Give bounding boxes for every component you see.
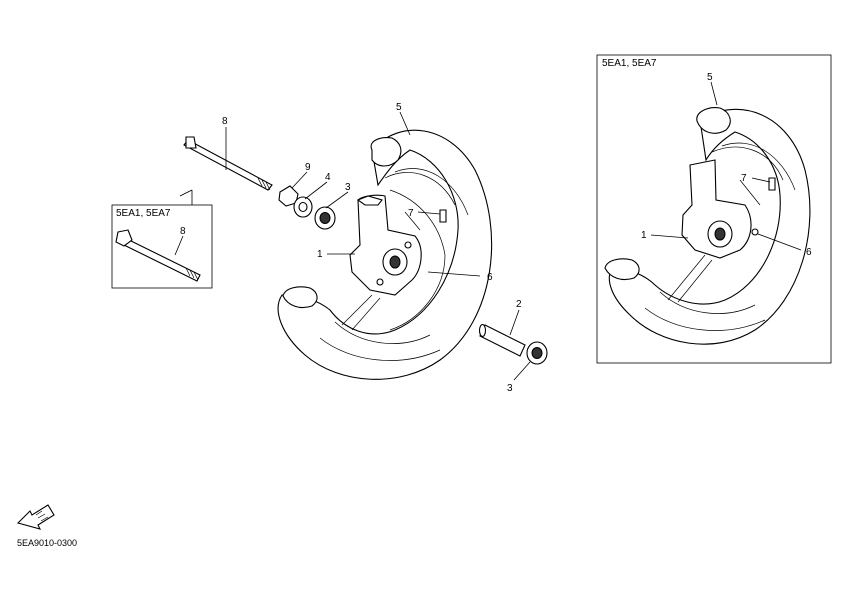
wheel-inset-callout-7: 7 [741,173,747,184]
callout-1: 1 [317,249,323,260]
wheel-inset-callout-5: 5 [707,72,713,83]
spacer-2 [478,323,526,357]
callout-3: 3 [345,182,351,193]
wheel-hub [349,194,422,296]
wheel-inset: 5EA1, 5EA7 5 7 1 6 [596,54,832,364]
callout-6: 6 [487,272,493,283]
bearing-4 [293,196,313,218]
rim [341,189,446,331]
callout-3-lower: 3 [507,383,513,394]
wheel-inset-title: 5EA1, 5EA7 [602,58,657,69]
bearing-3-lower [526,341,548,365]
leader-lines-main [225,111,531,381]
tire [277,129,493,380]
callout-9: 9 [305,162,311,173]
callout-4: 4 [325,172,331,183]
callout-8: 8 [222,116,228,127]
wheel-inset-frame [596,54,832,364]
callout-2: 2 [516,299,522,310]
wheel-inset-callout-6: 6 [806,247,812,258]
main-assembly: 8 9 4 3 5 7 1 6 2 3 [183,102,548,394]
wheel-inset-callout-1: 1 [641,230,647,241]
axle-shaft [183,136,273,191]
figure-code: 5EA9010-0300 [17,538,77,548]
callouts-main: 8 9 4 3 5 7 1 6 2 3 [222,102,522,394]
front-direction-arrow-icon [16,504,55,530]
callout-7: 7 [408,208,414,219]
callout-5: 5 [396,102,402,113]
axle-inset-frame [111,204,213,289]
bearing-3 [314,206,336,230]
axle-inset-title: 5EA1, 5EA7 [116,208,171,219]
valve-7 [439,209,447,223]
axle-inset: 5EA1, 5EA7 8 [111,189,213,289]
axle-inset-callout-8: 8 [180,226,186,237]
